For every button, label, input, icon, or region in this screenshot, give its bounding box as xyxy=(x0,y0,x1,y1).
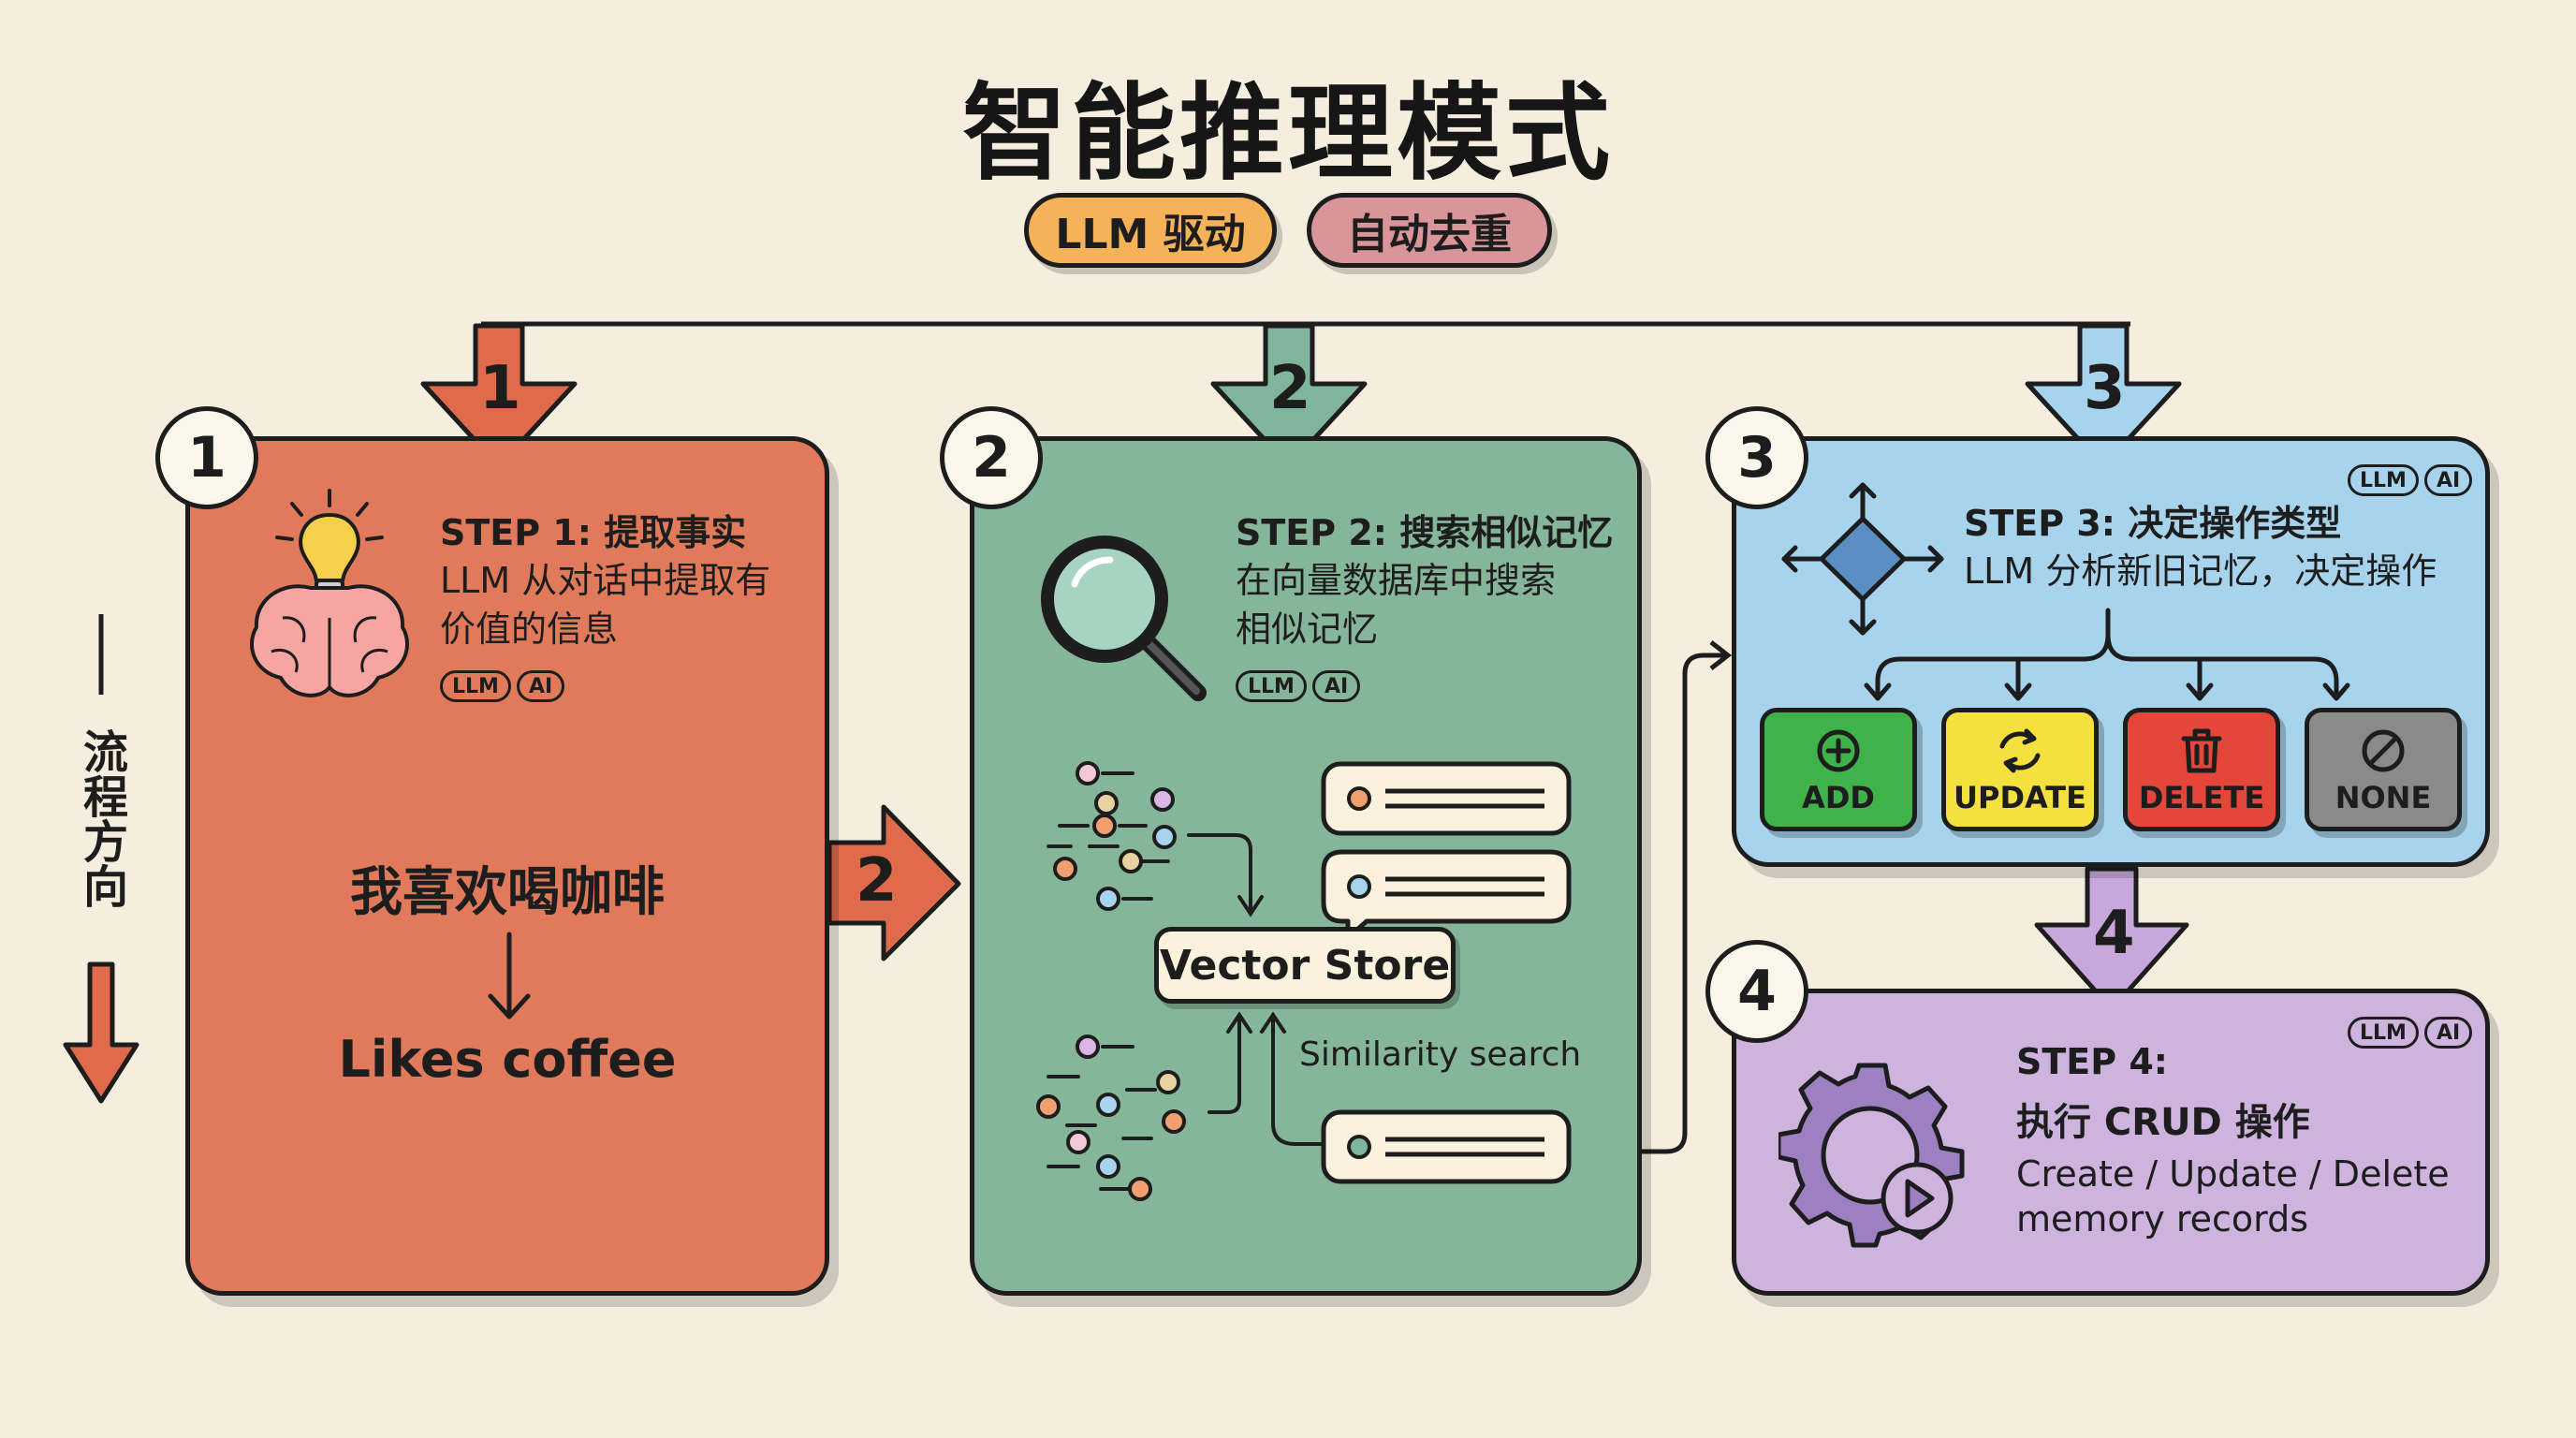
down-arrow-icon xyxy=(488,932,531,1020)
flow-direction-label: 流程方向 xyxy=(73,728,129,920)
add-action-label: ADD xyxy=(1802,780,1875,815)
step-3-title: STEP 3: 决定操作类型 xyxy=(1964,503,2342,544)
right-arrow-2-number: 2 xyxy=(856,846,898,916)
plus-circle-icon xyxy=(1817,729,1860,772)
step-2-desc-line: 在向量数据库中搜索 xyxy=(1236,560,1557,601)
step-2-desc-line: 相似记忆 xyxy=(1236,609,1379,650)
step-4-tags: LLM AI xyxy=(2348,1017,2478,1049)
step-4-desc-line: Create / Update / Delete xyxy=(2016,1153,2450,1195)
step-4-subtitle: 执行 CRUD 操作 xyxy=(2016,1101,2310,1144)
ai-tag: AI xyxy=(516,670,565,702)
step-2-description: 在向量数据库中搜索 相似记忆 xyxy=(1236,556,1629,653)
update-action-button: UPDATE xyxy=(1941,708,2099,831)
step-4-number-circle: 4 xyxy=(1705,940,1808,1043)
step-4-description: Create / Update / Delete memory records xyxy=(2016,1152,2450,1241)
vector-embeddings-graphic xyxy=(1036,761,1335,1201)
trash-icon xyxy=(2181,728,2222,773)
branch-connectors xyxy=(1864,608,2350,701)
step-1-number-circle: 1 xyxy=(155,406,258,509)
step-1-title: STEP 1: 提取事实 xyxy=(440,512,747,553)
down-arrow-4-number: 4 xyxy=(2093,899,2135,968)
ai-tag: AI xyxy=(2423,1017,2473,1049)
down-arrow-2 xyxy=(1210,323,1368,469)
down-arrow-4 xyxy=(2034,866,2189,1012)
step-2-title: STEP 2: 搜索相似记忆 xyxy=(1236,512,1614,553)
vector-store-box: Vector Store xyxy=(1154,927,1456,1004)
step-3-number-circle: 3 xyxy=(1705,406,1808,509)
llm-tag: LLM xyxy=(2348,464,2419,496)
delete-action-label: DELETE xyxy=(2138,780,2265,815)
step-1-card xyxy=(185,436,829,1296)
flow-direction-arrow xyxy=(63,961,139,1104)
step-1-tags: LLM AI xyxy=(440,670,570,702)
step-1-desc-line: 价值的信息 xyxy=(440,609,619,650)
memory-record-pill xyxy=(1321,761,1572,836)
down-arrow-3 xyxy=(2025,323,2182,469)
down-arrow-1-number: 1 xyxy=(479,354,521,423)
page-title: 智能推理模式 xyxy=(962,73,1614,195)
down-arrow-2-number: 2 xyxy=(1269,354,1311,423)
step-3-desc-line: LLM 分析新旧记忆，决定操作 xyxy=(1964,550,2437,592)
example-input-text: 我喜欢喝咖啡 xyxy=(350,862,665,923)
ai-tag: AI xyxy=(1311,670,1361,702)
refresh-icon xyxy=(1999,728,2041,773)
step-3-tags: LLM AI xyxy=(2348,464,2478,496)
step-1-description: LLM 从对话中提取有 价值的信息 xyxy=(440,556,805,653)
none-action-button: NONE xyxy=(2305,708,2462,831)
flow-direction-text: 流程方向 xyxy=(75,728,127,908)
step-2-number-circle: 2 xyxy=(940,406,1043,509)
magnifier-icon xyxy=(1041,536,1207,701)
right-arrow-2 xyxy=(827,804,961,961)
memory-record-pill xyxy=(1321,1109,1572,1184)
delete-action-button: DELETE xyxy=(2123,708,2280,831)
down-arrow-3-number: 3 xyxy=(2084,354,2126,423)
down-arrow-1 xyxy=(420,323,578,469)
step-4-desc-line: memory records xyxy=(2016,1198,2309,1240)
step-3-description: LLM 分析新旧记忆，决定操作 xyxy=(1964,547,2488,595)
update-action-label: UPDATE xyxy=(1954,780,2086,815)
memory-record-pill xyxy=(1321,849,1572,941)
badge-auto-dedup: 自动去重 xyxy=(1307,193,1552,268)
similarity-search-label: Similarity search xyxy=(1299,1035,1582,1074)
decision-diamond-icon xyxy=(1781,482,1944,636)
step-4-title: STEP 4: xyxy=(2016,1041,2168,1082)
gear-play-icon xyxy=(1778,1063,1965,1248)
add-action-button: ADD xyxy=(1760,708,1917,831)
example-output-text: Likes coffee xyxy=(338,1030,677,1089)
brain-lightbulb-icon xyxy=(250,489,409,697)
none-action-label: NONE xyxy=(2334,780,2432,815)
badge-llm-driven: LLM 驱动 xyxy=(1024,193,1277,268)
llm-tag: LLM xyxy=(1236,670,1307,702)
prohibited-icon xyxy=(2362,729,2405,772)
llm-tag: LLM xyxy=(2348,1017,2419,1049)
step-1-desc-line: LLM 从对话中提取有 xyxy=(440,560,771,601)
step-2-tags: LLM AI xyxy=(1236,670,1366,702)
ai-tag: AI xyxy=(2423,464,2473,496)
llm-tag: LLM xyxy=(440,670,511,702)
